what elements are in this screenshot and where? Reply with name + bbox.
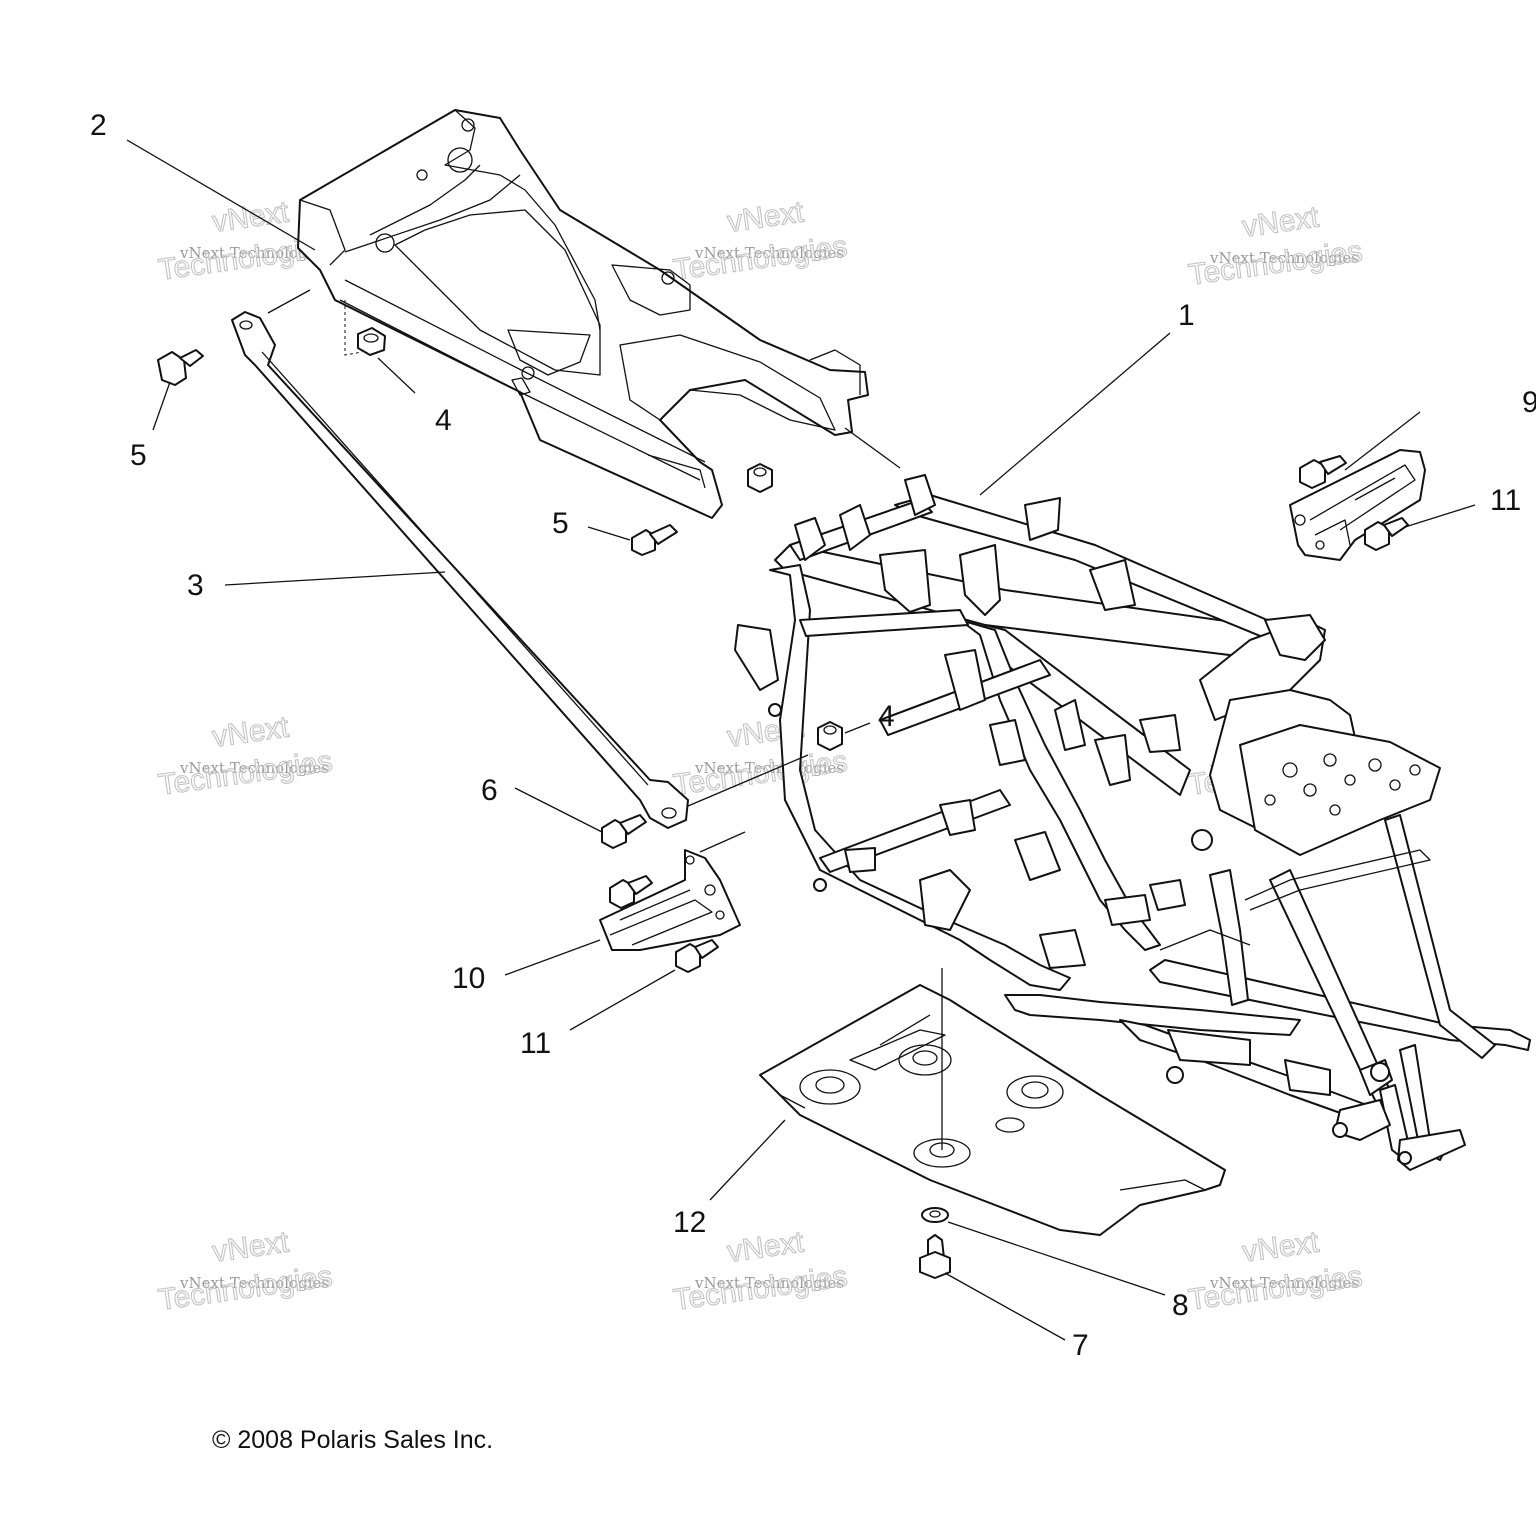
part-bolt-6 [601,814,647,849]
watermark-technologies: Technologies [156,1260,334,1317]
part-rear-subframe [297,109,869,519]
watermark-text: vNext Technologies [1209,249,1359,267]
part-main-frame [734,474,1531,1171]
callout-4-upper: 4 [435,404,452,437]
callout-11-left: 11 [520,1027,551,1060]
watermark-technologies: Technologies [671,745,849,802]
watermark-text: vNext Technologies [1209,1274,1359,1292]
callout-2: 2 [90,109,107,142]
watermark-2: vNext vNext Technologies Technologies [671,195,850,288]
watermark-7: vNext vNext Technologies Technologies [156,1225,335,1318]
watermark-3: vNext vNext Technologies Technologies [1186,200,1365,293]
callout-labels: 1 2 3 4 4 5 5 6 7 8 9 10 11 11 12 [90,109,1536,1362]
watermark-vnext: vNext [210,196,291,239]
watermark-vnext: vNext [210,711,291,754]
watermark-technologies: Technologies [671,230,849,287]
watermark-text: vNext Technologies [694,244,844,262]
watermark-4: vNext vNext Technologies Technologies [156,710,335,803]
watermark-technologies: Technologies [1186,235,1364,292]
watermark-technologies: Technologies [671,1260,849,1317]
part-bolt-5-upper [157,349,204,386]
watermark-technologies: Technologies [1186,1260,1364,1317]
part-bolt-11-left [675,939,719,973]
watermark-9: vNext vNext Technologies Technologies [1186,1225,1365,1318]
part-nut-4-lower [817,721,843,751]
callout-12: 12 [673,1206,706,1239]
leader-lines [126,139,1476,1341]
callout-1: 1 [1178,299,1195,332]
watermark-5: vNext vNext Technologies Technologies [671,710,850,803]
part-footrest-right [1289,449,1426,561]
part-nut-4-mid [747,463,773,493]
callout-9: 9 [1522,386,1536,419]
watermark-vnext: vNext [725,196,806,239]
callout-4-lower: 4 [878,700,895,733]
callout-8: 8 [1172,1289,1189,1322]
part-bolt-5-mid [631,524,678,556]
watermark-vnext: vNext [725,1226,806,1269]
watermark-text: vNext Technologies [694,759,844,777]
callout-7: 7 [1072,1329,1089,1362]
watermark-text: vNext Technologies [179,244,329,262]
part-skid-plate [759,984,1226,1236]
part-washer-8 [921,1207,949,1223]
watermark-vnext: vNext [1240,201,1321,244]
part-push-rivet-7 [919,1234,951,1279]
watermark-text: vNext Technologies [179,1274,329,1292]
part-bolt-9 [1299,455,1347,489]
watermark-vnext: vNext [210,1226,291,1269]
watermark-vnext: vNext [1240,1226,1321,1269]
callout-6: 6 [481,774,498,807]
part-bolt-10 [609,875,653,909]
part-tie-rod [231,311,689,829]
watermark-text: vNext Technologies [694,1274,844,1292]
callout-5-upper: 5 [130,439,147,472]
copyright-text: © 2008 Polaris Sales Inc. [212,1426,493,1454]
watermark-text: vNext Technologies [179,759,329,777]
callout-5-mid: 5 [552,507,569,540]
callout-3: 3 [187,569,204,602]
callout-10: 10 [452,962,485,995]
callout-11-right: 11 [1490,484,1521,517]
part-footrest-left [599,849,741,951]
watermark-technologies: Technologies [156,745,334,802]
part-bolt-11-right [1364,517,1409,551]
part-nut-4-upper [357,327,386,356]
